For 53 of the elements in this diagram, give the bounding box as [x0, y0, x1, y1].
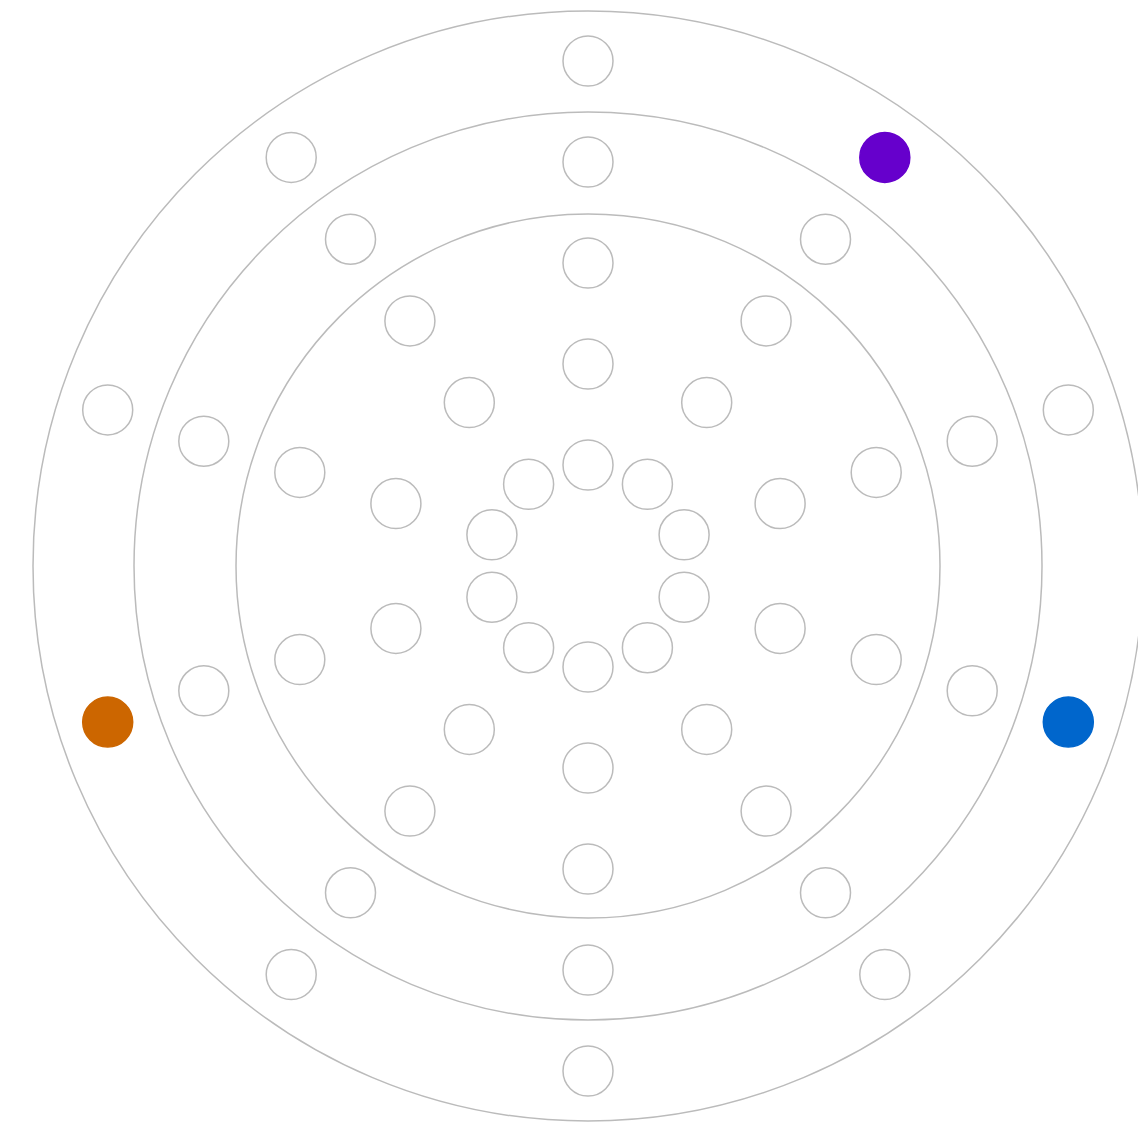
filled-dot — [859, 131, 911, 184]
small-circle — [178, 415, 230, 467]
small-circle — [850, 633, 902, 686]
small-circle — [850, 446, 902, 499]
small-circle — [443, 376, 496, 429]
small-circle — [562, 944, 614, 996]
ring — [32, 10, 1138, 1122]
small-circle — [1042, 384, 1095, 436]
small-circle — [370, 602, 422, 655]
small-circle — [384, 785, 436, 837]
small-circle — [178, 665, 230, 717]
small-circle — [754, 602, 806, 655]
small-circle — [799, 213, 852, 265]
small-circle — [946, 415, 998, 467]
small-circle — [265, 948, 317, 1001]
small-circle — [946, 665, 998, 717]
small-circle — [265, 131, 317, 184]
small-circle — [680, 376, 733, 429]
small-circle — [274, 446, 326, 499]
small-circle — [621, 458, 674, 511]
filled-dot — [1042, 696, 1095, 748]
small-circle — [562, 136, 614, 188]
small-circle — [370, 477, 422, 530]
small-circle — [658, 571, 710, 623]
small-circle — [384, 295, 436, 347]
small-circle — [562, 439, 614, 491]
small-circle — [562, 742, 614, 794]
small-circle — [740, 295, 792, 347]
small-circle — [502, 458, 555, 511]
small-circle — [562, 35, 614, 87]
small-circle — [658, 509, 710, 561]
small-circle — [562, 237, 614, 289]
ring — [133, 111, 1043, 1021]
small-circle — [466, 509, 518, 561]
small-circle — [562, 1045, 614, 1097]
small-circle — [443, 703, 496, 756]
small-circle — [562, 843, 614, 895]
small-circle — [562, 338, 614, 390]
small-circle — [502, 621, 555, 674]
small-circle — [859, 948, 911, 1001]
small-circle — [324, 867, 377, 919]
small-circle — [740, 785, 792, 837]
small-circle — [754, 477, 806, 530]
small-circle — [274, 633, 326, 686]
small-circle — [562, 641, 614, 693]
small-circle — [621, 621, 674, 674]
small-circle — [466, 571, 518, 623]
small-circle — [81, 384, 134, 436]
filled-dot — [81, 696, 134, 748]
small-circle — [324, 213, 377, 265]
small-circle — [799, 867, 852, 919]
small-circle — [680, 703, 733, 756]
ring — [235, 213, 941, 919]
